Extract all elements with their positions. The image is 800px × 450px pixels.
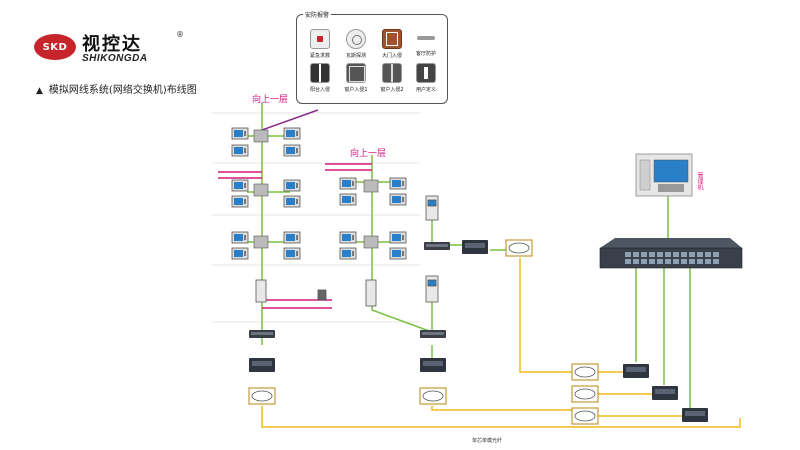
logo-name-en: SHIKONGDA <box>82 53 148 64</box>
management-console-label: 管理机 <box>696 172 703 190</box>
gas-detector-icon <box>346 29 366 49</box>
emergency-button-icon <box>310 29 330 49</box>
logo-badge: SKD <box>34 34 76 60</box>
balcony-intrusion-icon <box>310 63 330 83</box>
brand-logo: SKD 视控达 ® SHIKONGDA <box>34 30 194 66</box>
fiber-label: 单芯单模光纤 <box>472 438 503 444</box>
sensor-label: 阳台入侵 <box>309 87 330 93</box>
triangle-icon: ▲ <box>36 86 43 96</box>
living-room-guard-icon <box>417 29 435 47</box>
sensor-window-1: 窗户入侵1 <box>339 63 373 103</box>
logo-name-cn: 视控达 <box>82 34 142 55</box>
logo-registered-mark: ® <box>176 30 184 39</box>
sensor-label: 窗户入侵2 <box>380 87 404 93</box>
sensor-living-room: 客厅防护 <box>409 29 443 69</box>
window-intrusion-1-icon <box>346 63 366 83</box>
sensor-gas: 瓦斯探测 <box>339 29 373 69</box>
diagram-title: ▲ 模拟网线系统(网络交换机)布线图 <box>36 81 197 96</box>
door-intrusion-icon <box>382 29 402 49</box>
alarm-panel-title: 安防报警 <box>303 10 332 19</box>
sensor-label: 窗户入侵1 <box>344 87 368 93</box>
diagram-title-text: 模拟网线系统(网络交换机)布线图 <box>48 85 197 96</box>
sensor-label: 客厅防护 <box>415 51 436 57</box>
security-alarm-panel: 安防报警 紧急求救 瓦斯探测 大门入侵 客厅防护 阳台入侵 窗户入侵1 窗户入侵… <box>296 10 448 104</box>
sensor-label: 大门入侵 <box>381 53 402 59</box>
sensor-balcony: 阳台入侵 <box>303 63 337 103</box>
floor-up-label-right: 向上一层 <box>350 149 387 159</box>
sensor-label: 瓦斯探测 <box>345 53 366 59</box>
sensor-emergency: 紧急求救 <box>303 29 337 69</box>
sensor-door: 大门入侵 <box>375 29 409 69</box>
sensor-label: 用户定义 <box>415 87 436 93</box>
sensor-label: 紧急求救 <box>309 53 330 59</box>
floor-up-label-left: 向上一层 <box>252 95 289 105</box>
sensor-window-2: 窗户入侵2 <box>375 63 409 103</box>
window-intrusion-2-icon <box>382 63 402 83</box>
sensor-user-defined: 用户定义 <box>409 63 443 103</box>
user-defined-icon <box>416 63 436 83</box>
